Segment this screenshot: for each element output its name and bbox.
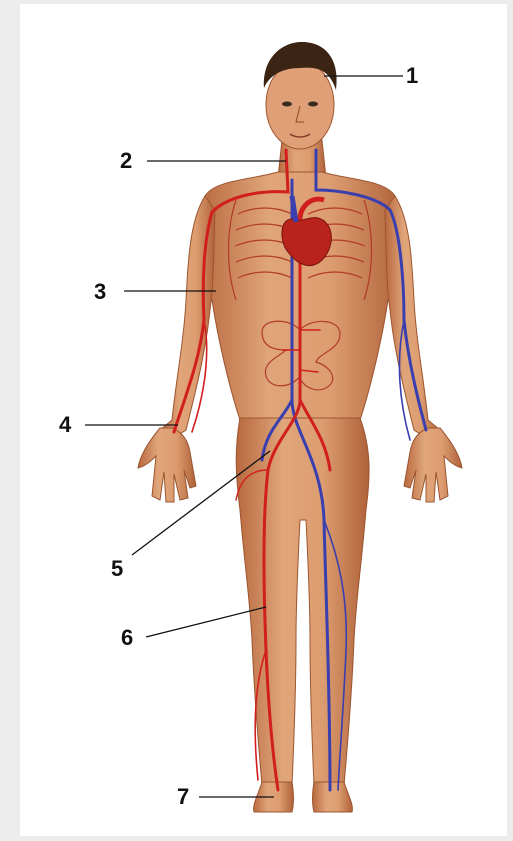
callout-label-2: 2: [120, 150, 132, 172]
callout-label-7: 7: [177, 786, 189, 808]
callout-label-5: 5: [111, 558, 123, 580]
callout-label-3: 3: [94, 281, 106, 303]
callout-label-1: 1: [406, 65, 418, 87]
callout-label-6: 6: [121, 627, 133, 649]
head: [264, 42, 337, 149]
callout-label-4: 4: [59, 414, 71, 436]
leader-line-6: [146, 607, 266, 637]
